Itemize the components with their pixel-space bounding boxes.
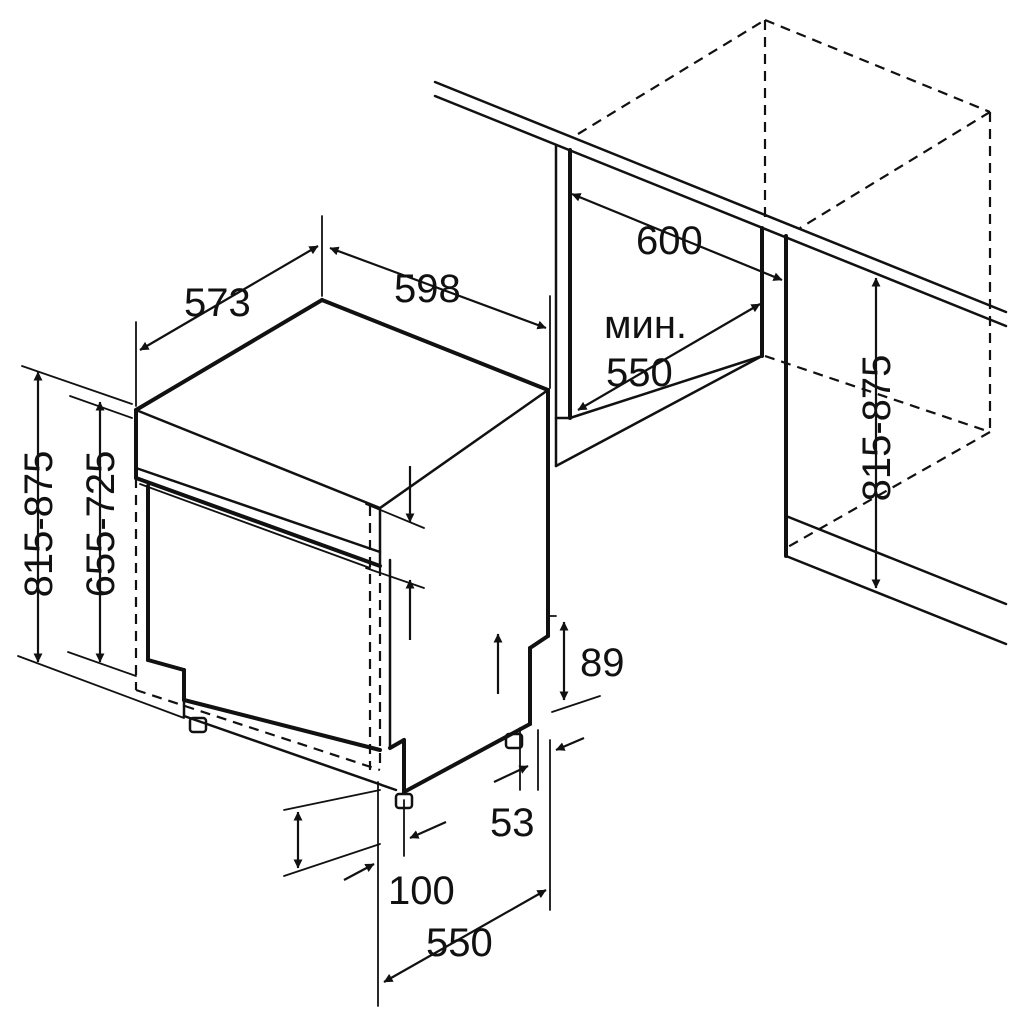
label-600: 600	[636, 219, 703, 263]
side-panel	[182, 388, 550, 794]
top-surface	[134, 298, 550, 510]
dim-600-line	[571, 192, 783, 282]
right-cabinet	[784, 234, 1008, 646]
dim-573-line	[139, 245, 319, 351]
dim-53-line-a	[493, 765, 529, 783]
label-door-height: 655-725	[79, 451, 123, 598]
control-panel	[134, 408, 382, 569]
kitchen-niche	[433, 18, 1008, 646]
label-overall-height: 815-875	[17, 451, 61, 598]
dim-550-base-line	[383, 889, 547, 983]
dim-598-line	[329, 246, 547, 330]
label-550: 550	[426, 921, 493, 965]
dimension-lines	[33, 192, 881, 983]
label-min-550: 550	[606, 351, 673, 395]
dim-100-line-b	[409, 820, 447, 840]
door-front	[146, 484, 382, 752]
dimension-labels: 573 598 600 мин. 550 815-875 815-875 655…	[17, 219, 899, 965]
dim-min550-line	[577, 303, 761, 411]
extension-lines	[17, 215, 601, 1007]
dim-53-line-b	[555, 736, 585, 752]
label-min: мин.	[604, 303, 687, 347]
countertop	[433, 80, 1008, 328]
label-niche-height: 815-875	[855, 355, 899, 502]
label-598: 598	[394, 267, 461, 311]
label-89: 89	[580, 641, 625, 685]
dim-100-line-a	[343, 863, 375, 881]
niche-outline-dashed	[577, 18, 992, 549]
label-53: 53	[490, 801, 535, 845]
dishwasher-body	[134, 298, 550, 810]
label-100: 100	[388, 869, 455, 913]
door-outline-dashed	[134, 478, 382, 772]
label-573: 573	[184, 281, 251, 325]
